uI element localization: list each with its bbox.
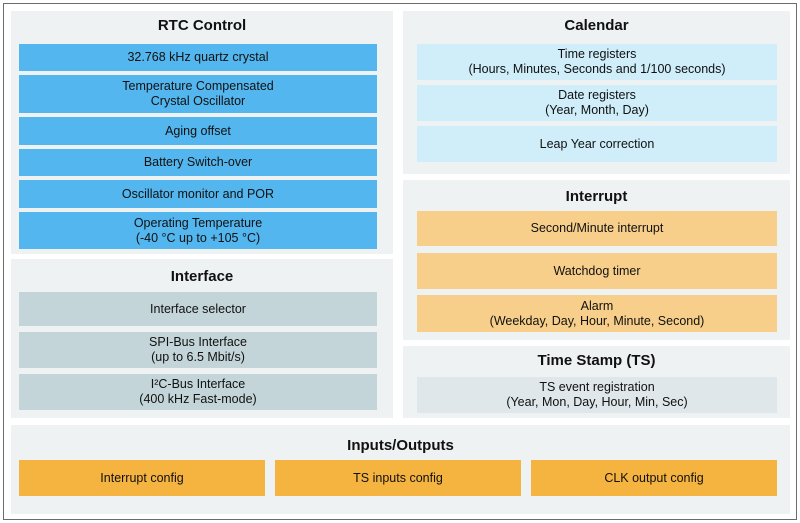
ts-inputs-config-box: TS inputs config bbox=[275, 460, 521, 496]
clk-output-config-box: CLK output config bbox=[531, 460, 777, 496]
calendar-panel: Calendar Time registers (Hours, Minutes,… bbox=[403, 11, 790, 174]
interface-title: Interface bbox=[170, 268, 234, 285]
ts-event-registration-box: TS event registration (Year, Mon, Day, H… bbox=[417, 377, 777, 413]
rtc-battery-switchover-box: Battery Switch-over bbox=[19, 149, 377, 176]
alarm-box: Alarm (Weekday, Day, Hour, Minute, Secon… bbox=[417, 295, 777, 332]
box-label: Second/Minute interrupt bbox=[530, 221, 664, 235]
rtc-operating-temperature-box: Operating Temperature (-40 °C up to +105… bbox=[19, 212, 377, 249]
box-label: Operating Temperature bbox=[133, 215, 263, 230]
interface-selector-box: Interface selector bbox=[19, 292, 377, 326]
box-sublabel: (400 kHz Fast-mode) bbox=[139, 392, 257, 406]
box-sublabel: (up to 6.5 Mbit/s) bbox=[151, 350, 245, 364]
box-label: Temperature Compensated bbox=[122, 79, 274, 93]
inputs-outputs-panel: Inputs/Outputs Interrupt config TS input… bbox=[11, 425, 790, 514]
interrupt-config-box: Interrupt config bbox=[19, 460, 265, 496]
box-sublabel: (Year, Mon, Day, Hour, Min, Sec) bbox=[506, 395, 688, 409]
interrupt-panel: Interrupt Second/Minute interrupt Watchd… bbox=[403, 180, 790, 340]
box-label: Battery Switch-over bbox=[143, 155, 253, 169]
leap-year-correction-box: Leap Year correction bbox=[417, 126, 777, 162]
box-label: CLK output config bbox=[604, 470, 704, 485]
box-label: Time registers bbox=[557, 47, 637, 61]
diagram-frame: RTC Control 32.768 kHz quartz crystal Te… bbox=[3, 3, 797, 520]
calendar-title: Calendar bbox=[564, 17, 629, 34]
box-label: I²C-Bus Interface bbox=[150, 377, 246, 391]
box-label: TS event registration bbox=[539, 380, 655, 394]
rtc-oscillator-monitor-box: Oscillator monitor and POR bbox=[19, 180, 377, 208]
box-sublabel: Crystal Oscillator bbox=[150, 94, 246, 108]
date-registers-box: Date registers (Year, Month, Day) bbox=[417, 85, 777, 121]
box-sublabel: (Hours, Minutes, Seconds and 1/100 secon… bbox=[468, 62, 726, 76]
time-stamp-title: Time Stamp (TS) bbox=[537, 352, 656, 369]
i2c-bus-interface-box: I²C-Bus Interface (400 kHz Fast-mode) bbox=[19, 374, 377, 410]
inputs-outputs-title: Inputs/Outputs bbox=[347, 437, 454, 454]
rtc-aging-offset-box: Aging offset bbox=[19, 117, 377, 145]
box-label: Oscillator monitor and POR bbox=[121, 186, 275, 201]
box-sublabel: (Weekday, Day, Hour, Minute, Second) bbox=[489, 313, 705, 328]
watchdog-timer-box: Watchdog timer bbox=[417, 253, 777, 289]
rtc-control-panel: RTC Control 32.768 kHz quartz crystal Te… bbox=[11, 11, 393, 254]
box-label: Watchdog timer bbox=[553, 263, 641, 278]
spi-bus-interface-box: SPI-Bus Interface (up to 6.5 Mbit/s) bbox=[19, 332, 377, 368]
time-registers-box: Time registers (Hours, Minutes, Seconds … bbox=[417, 44, 777, 80]
box-label: TS inputs config bbox=[353, 470, 443, 485]
box-sublabel: (-40 °C up to +105 °C) bbox=[135, 230, 261, 245]
box-label: Interface selector bbox=[150, 301, 246, 316]
time-stamp-panel: Time Stamp (TS) TS event registration (Y… bbox=[403, 346, 790, 418]
rtc-quartz-crystal-box: 32.768 kHz quartz crystal bbox=[19, 44, 377, 71]
box-label: Interrupt config bbox=[100, 470, 184, 485]
box-label: Aging offset bbox=[165, 123, 231, 138]
box-label: Date registers bbox=[558, 88, 636, 102]
interrupt-title: Interrupt bbox=[565, 188, 628, 205]
box-label: Leap Year correction bbox=[539, 136, 655, 151]
box-label: SPI-Bus Interface bbox=[149, 335, 247, 349]
rtc-control-title: RTC Control bbox=[157, 17, 247, 34]
rtc-tcxo-box: Temperature Compensated Crystal Oscillat… bbox=[19, 75, 377, 113]
box-label: 32.768 kHz quartz crystal bbox=[127, 50, 269, 64]
box-label: Alarm bbox=[580, 298, 614, 313]
box-sublabel: (Year, Month, Day) bbox=[545, 103, 649, 117]
interface-panel: Interface Interface selector SPI-Bus Int… bbox=[11, 259, 393, 418]
second-minute-interrupt-box: Second/Minute interrupt bbox=[417, 211, 777, 246]
